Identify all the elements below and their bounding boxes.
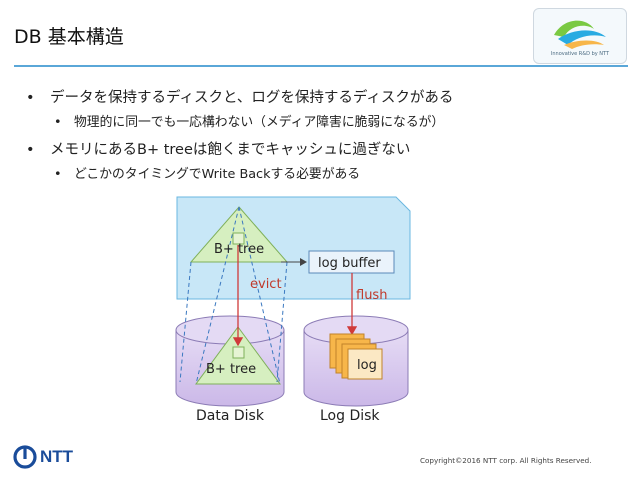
log-buffer-label: log buffer <box>318 256 381 271</box>
memory-tree-label: B+ tree <box>214 242 264 257</box>
log-label: log <box>357 358 377 373</box>
title-divider <box>14 65 628 67</box>
disk-page-node <box>232 346 245 359</box>
bullet-2: メモリにあるB+ treeは飽くまでキャッシュに過ぎない <box>22 140 622 160</box>
slide-title: DB 基本構造 <box>14 26 124 48</box>
projection-lines <box>179 206 288 385</box>
logo-swirl-icon <box>554 20 606 49</box>
flush-label: flush <box>356 288 387 303</box>
innovative-rd-logo: Innovative R&D by NTT <box>533 8 627 64</box>
bullet-1: データを保持するディスクと、ログを保持するディスクがある <box>22 88 622 108</box>
copyright-text: Copyright©2016 NTT corp. All Rights Rese… <box>420 456 592 465</box>
bullet-list: データを保持するディスクと、ログを保持するディスクがある 物理的に同一でも一応構… <box>22 88 622 192</box>
evict-label: evict <box>250 277 282 292</box>
ntt-logo-icon <box>13 445 37 469</box>
data-disk-label: Data Disk <box>196 408 265 424</box>
disk-tree-label: B+ tree <box>206 362 256 377</box>
log-disk-label: Log Disk <box>320 408 380 424</box>
bullet-2-sub: どこかのタイミングでWrite Backする必要がある <box>22 165 622 185</box>
memory-page-node <box>232 232 245 245</box>
logo-caption: Innovative R&D by NTT <box>550 51 610 57</box>
log-pages <box>329 333 383 380</box>
ntt-brand: NTT <box>40 447 74 466</box>
bullet-1-sub: 物理的に同一でも一応構わない（メディア障害に脆弱になるが） <box>22 113 622 133</box>
